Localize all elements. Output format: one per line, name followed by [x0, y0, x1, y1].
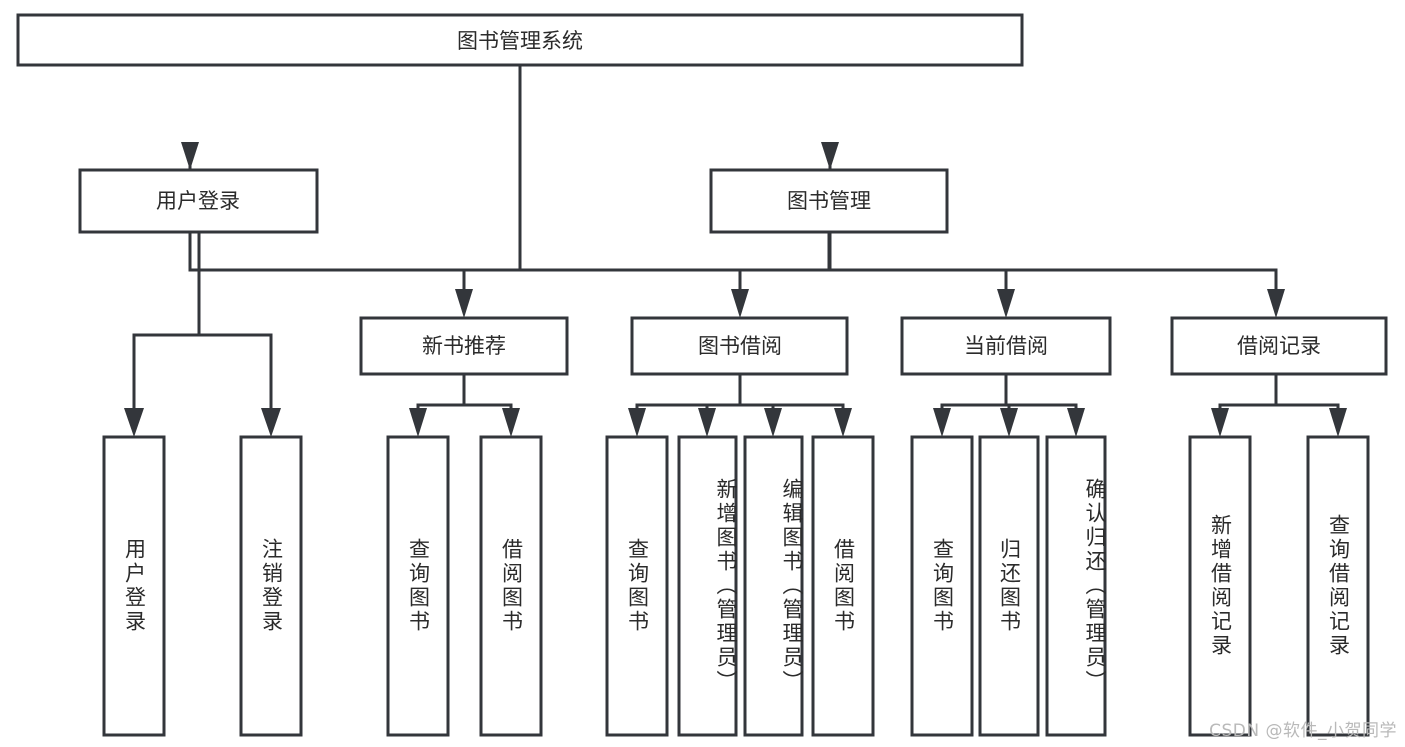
- node-leaf-user-login[interactable]: [102, 435, 166, 737]
- node-leaf-query-book-current[interactable]: [910, 435, 974, 737]
- node-current-borrow-label: 当前借阅: [964, 334, 1048, 358]
- node-root-label: 图书管理系统: [457, 29, 583, 53]
- node-leaf-edit-book-admin[interactable]: [743, 435, 804, 737]
- node-root[interactable]: 图书管理系统: [16, 13, 1024, 67]
- node-leaf-confirm-return-admin[interactable]: [1045, 435, 1107, 737]
- node-user-login[interactable]: 用户登录: [78, 168, 319, 234]
- node-book-management-label: 图书管理: [787, 189, 871, 213]
- node-user-login-label: 用户登录: [156, 189, 240, 213]
- node-leaf-add-borrow-record[interactable]: [1188, 435, 1252, 737]
- connector-record-to-leaves: [1211, 372, 1347, 437]
- node-new-book-recommend-label: 新书推荐: [422, 334, 506, 358]
- node-book-borrow[interactable]: 图书借阅: [630, 316, 849, 376]
- node-book-management[interactable]: 图书管理: [709, 168, 949, 234]
- node-leaf-borrow-book-rec[interactable]: [479, 435, 543, 737]
- connector-borrow-to-leaves: [628, 372, 852, 437]
- node-leaf-borrow-book[interactable]: [811, 435, 875, 737]
- node-borrow-record-label: 借阅记录: [1237, 334, 1321, 358]
- node-leaf-add-book-admin[interactable]: [677, 435, 738, 737]
- watermark-text: CSDN @软件_小贺同学: [1209, 721, 1397, 741]
- node-leaf-return-book[interactable]: [978, 435, 1040, 737]
- node-book-borrow-label: 图书借阅: [698, 334, 782, 358]
- node-leaf-logout[interactable]: [239, 435, 303, 737]
- node-leaf-query-book-borrow[interactable]: [605, 435, 669, 737]
- node-borrow-record[interactable]: 借阅记录: [1170, 316, 1388, 376]
- connector-current-to-leaves: [933, 372, 1085, 437]
- connector-userlogin-to-leaves: [124, 230, 281, 437]
- node-new-book-recommend[interactable]: 新书推荐: [359, 316, 569, 376]
- node-current-borrow[interactable]: 当前借阅: [900, 316, 1112, 376]
- node-leaf-query-book-rec[interactable]: [386, 435, 450, 737]
- connector-bookmgmt-to-level3: [455, 230, 1285, 318]
- connector-root-to-level2: [181, 63, 839, 272]
- node-leaf-query-borrow-record[interactable]: [1306, 435, 1370, 737]
- connector-newbook-to-leaves: [409, 372, 520, 437]
